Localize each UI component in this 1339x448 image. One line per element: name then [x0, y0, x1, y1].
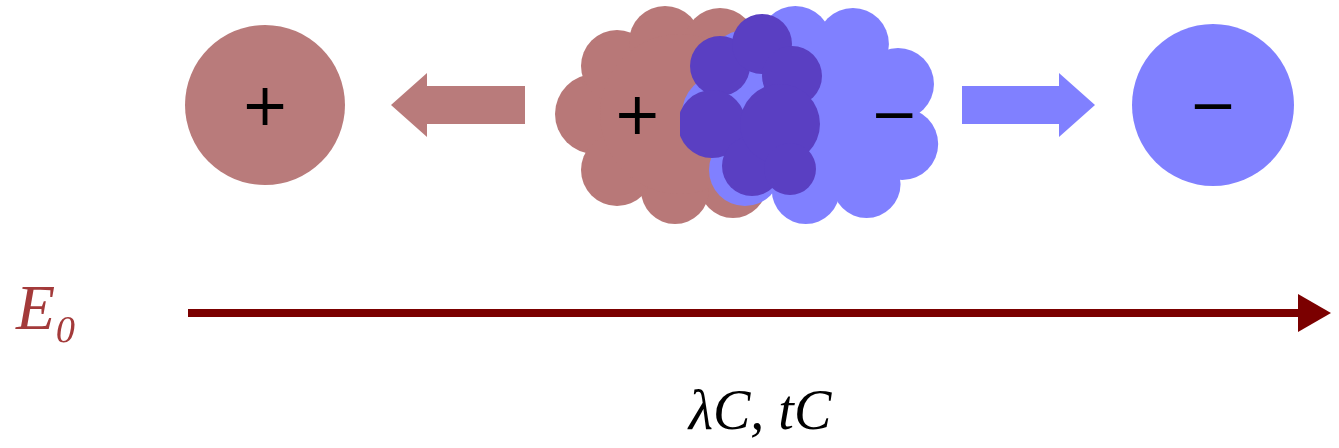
positive-particle: +: [184, 24, 346, 186]
particle-disc-fill: [185, 25, 345, 185]
charge-sign: −: [1189, 76, 1238, 134]
cloud-overlap: [764, 143, 816, 195]
negative-virtual-cloud: −: [680, 4, 942, 224]
charge-sign: −: [870, 85, 919, 143]
particle-disc-fill: [1132, 24, 1294, 186]
field-arrow-shaft: [188, 309, 1302, 317]
charge-sign: +: [613, 85, 662, 143]
negative-particle: −: [1131, 23, 1295, 187]
scale-label: λC, tC: [689, 382, 832, 438]
block-arrow: [391, 73, 525, 137]
field-arrow-head: [1298, 294, 1331, 332]
field-label: E₀: [16, 276, 77, 340]
charge-sign: +: [241, 76, 290, 134]
block-arrow: [962, 73, 1095, 137]
